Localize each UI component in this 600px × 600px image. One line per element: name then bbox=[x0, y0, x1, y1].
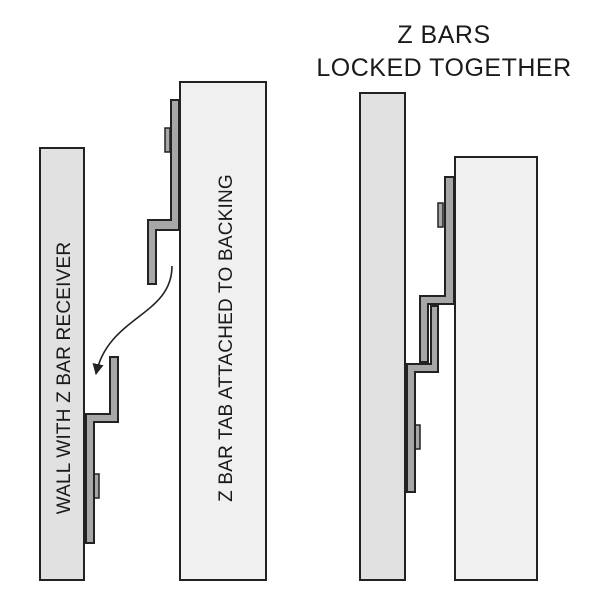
wall-panel bbox=[39, 147, 85, 581]
title-line-1: Z BARS bbox=[397, 21, 490, 49]
connection-arrow bbox=[92, 265, 173, 376]
tab-z-bar bbox=[147, 99, 180, 285]
locked-tab-z-bar bbox=[419, 176, 455, 363]
title-line-2: LOCKED TOGETHER bbox=[316, 54, 571, 82]
wall-label: WALL WITH Z BAR RECEIVER bbox=[54, 242, 75, 515]
locked-wall-panel bbox=[359, 92, 406, 581]
locked-receiver-z-bar bbox=[406, 305, 439, 493]
locked-backing-panel bbox=[454, 156, 538, 581]
tab-label: Z BAR TAB ATTACHED TO BACKING bbox=[216, 174, 237, 502]
backing-panel bbox=[179, 81, 267, 581]
locked-tab-screw bbox=[437, 202, 444, 228]
locked-assembly: Z BARS LOCKED TOGETHER bbox=[316, 21, 571, 581]
tab-screw bbox=[164, 127, 171, 153]
receiver-z-bar bbox=[85, 356, 119, 544]
separated-assembly: WALL WITH Z BAR RECEIVER Z BAR TAB ATTAC… bbox=[39, 81, 267, 581]
